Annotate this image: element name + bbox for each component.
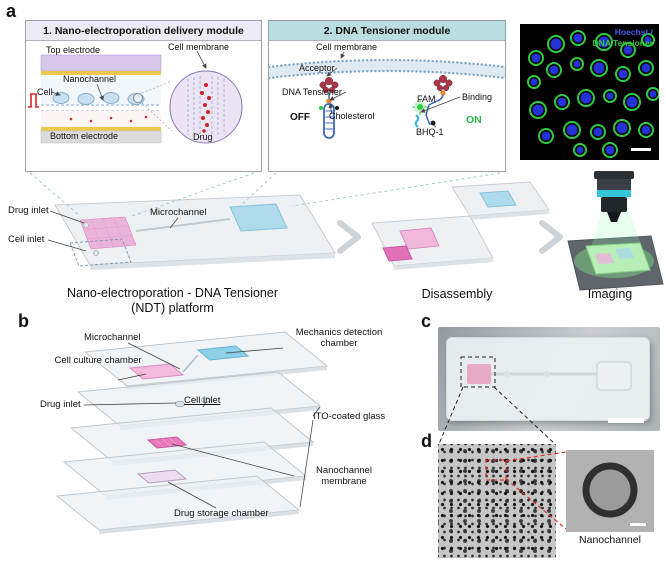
zoom-guide-lines	[141, 80, 173, 132]
caption-platform-line2: (NDT) platform	[131, 301, 214, 315]
acceptor-cluster-off	[319, 76, 339, 94]
label-cell-m1: Cell	[37, 87, 53, 97]
chip-body	[446, 337, 650, 421]
detection-chamber-photo	[596, 361, 632, 391]
nanochannel-pore	[582, 462, 638, 518]
disassembled-chip	[371, 181, 550, 270]
label-nanochannel-m1: Nanochannel	[63, 74, 117, 84]
label-bottom-electrode: Bottom electrode	[50, 131, 119, 141]
culture-chamber-photo	[467, 364, 491, 384]
module1-title: 1. Nano-electroporation delivery module	[26, 21, 261, 41]
label-nanochannel-membrane: Nanochannel membrane	[316, 465, 372, 487]
module2-box: 2. DNA Tensioner module	[268, 20, 506, 172]
label-cell-membrane-m2: Cell membrane	[316, 42, 378, 52]
cell-inlet-hole	[93, 250, 99, 256]
drug-dots-reservoir	[69, 115, 148, 123]
scale-bar	[630, 523, 646, 526]
label-hoechst: Hoechst /	[614, 27, 653, 37]
electroporation-stack	[40, 54, 162, 144]
panel-label-d: d	[421, 431, 432, 451]
label-ito-glass: ITO-coated glass	[313, 411, 386, 422]
label-binding: Binding	[462, 92, 493, 102]
sem-membrane-image	[438, 444, 556, 558]
label-nanochannel-sem: Nanochannel	[579, 534, 641, 546]
label-top-electrode: Top electrode	[46, 45, 101, 55]
label-mechanics-chamber: Mechanics detection chamber	[295, 327, 383, 349]
label-dna-tensioner-stain: DNA Tensioner	[592, 38, 653, 49]
drug-dots-zoom	[200, 83, 211, 133]
label-microchannel-b: Microchannel	[84, 332, 141, 343]
cholesterol-dot	[326, 98, 332, 104]
imaging-setup	[567, 171, 664, 291]
module1-box: 1. Nano-electroporation delivery module	[25, 20, 262, 172]
membrane-zoom-circle	[169, 70, 243, 144]
micrograph-legend: Hoechst / DNA Tensioner	[593, 27, 653, 49]
fam-dot-quenched	[319, 106, 323, 110]
drug-inlet-hole	[83, 222, 89, 228]
label-cholesterol: Cholesterol	[329, 111, 375, 121]
module2-title: 2. DNA Tensioner module	[269, 21, 505, 41]
chip-features	[467, 361, 632, 391]
glowing-chip	[585, 242, 651, 275]
label-drug-storage-chamber: Drug storage chamber	[174, 508, 269, 519]
label-drug-inlet-wf: Drug inlet	[8, 205, 49, 216]
nanochannel-membrane-lines	[41, 104, 161, 112]
ndt-chip	[54, 194, 336, 270]
cell-inlet-area-outline	[69, 238, 132, 267]
label-cell-inlet-wf: Cell inlet	[8, 234, 45, 245]
label-acceptor: Acceptor	[299, 63, 335, 73]
bhq1-dot-on	[430, 120, 436, 126]
acceptor-cluster-on	[433, 74, 453, 92]
panel-label-a: a	[6, 1, 17, 21]
sem-nanochannel-image	[566, 450, 654, 532]
label-cell-membrane-m1: Cell membrane	[168, 42, 230, 52]
label-bhq1: BHQ-1	[416, 127, 444, 137]
stained-cells	[527, 30, 659, 158]
module2-diagram	[269, 58, 505, 139]
module1-diagram	[28, 54, 243, 144]
arrow-right-icon	[337, 220, 361, 254]
caption-imaging: Imaging	[587, 287, 633, 301]
label-cell-inlet-b: Cell inlet	[184, 395, 221, 406]
chip-photograph	[438, 327, 660, 431]
stained-cells-image	[520, 24, 659, 160]
label-fam: FAM	[417, 94, 436, 104]
cell-membrane-band	[269, 58, 505, 80]
objective-lens-icon	[594, 171, 634, 222]
magnifier-icon	[133, 93, 143, 103]
binding-target-strand	[414, 114, 420, 128]
label-cell-culture-chamber: Cell culture chamber	[54, 355, 142, 366]
electric-pulse-icon	[28, 93, 39, 108]
label-drug-inlet-b: Drug inlet	[40, 399, 81, 410]
scale-bar	[608, 418, 644, 423]
scale-bar	[631, 148, 651, 151]
microchannel-line	[135, 218, 231, 232]
drug-membrane-area	[79, 216, 137, 250]
label-microchannel-wf: Microchannel	[150, 207, 207, 218]
cholesterol-dot-on	[440, 90, 446, 96]
label-off: OFF	[290, 112, 310, 123]
caption-disassembly: Disassembly	[421, 287, 493, 301]
label-drug: Drug	[193, 132, 213, 142]
fluorescence-micrograph: Hoechst / DNA Tensioner	[520, 24, 659, 160]
arrow-right-icon-2	[539, 220, 563, 254]
label-on: ON	[466, 114, 482, 126]
fam-star	[417, 104, 423, 110]
label-dna-tensioner: DNA Tensioner	[282, 87, 342, 97]
panel-label-b: b	[18, 311, 29, 331]
bhq1-dot-off	[335, 106, 339, 110]
panel-label-c: c	[421, 311, 432, 331]
caption-platform-line1: Nano-electroporation - DNA Tensioner	[67, 286, 278, 300]
workflow-diagram	[54, 171, 664, 291]
